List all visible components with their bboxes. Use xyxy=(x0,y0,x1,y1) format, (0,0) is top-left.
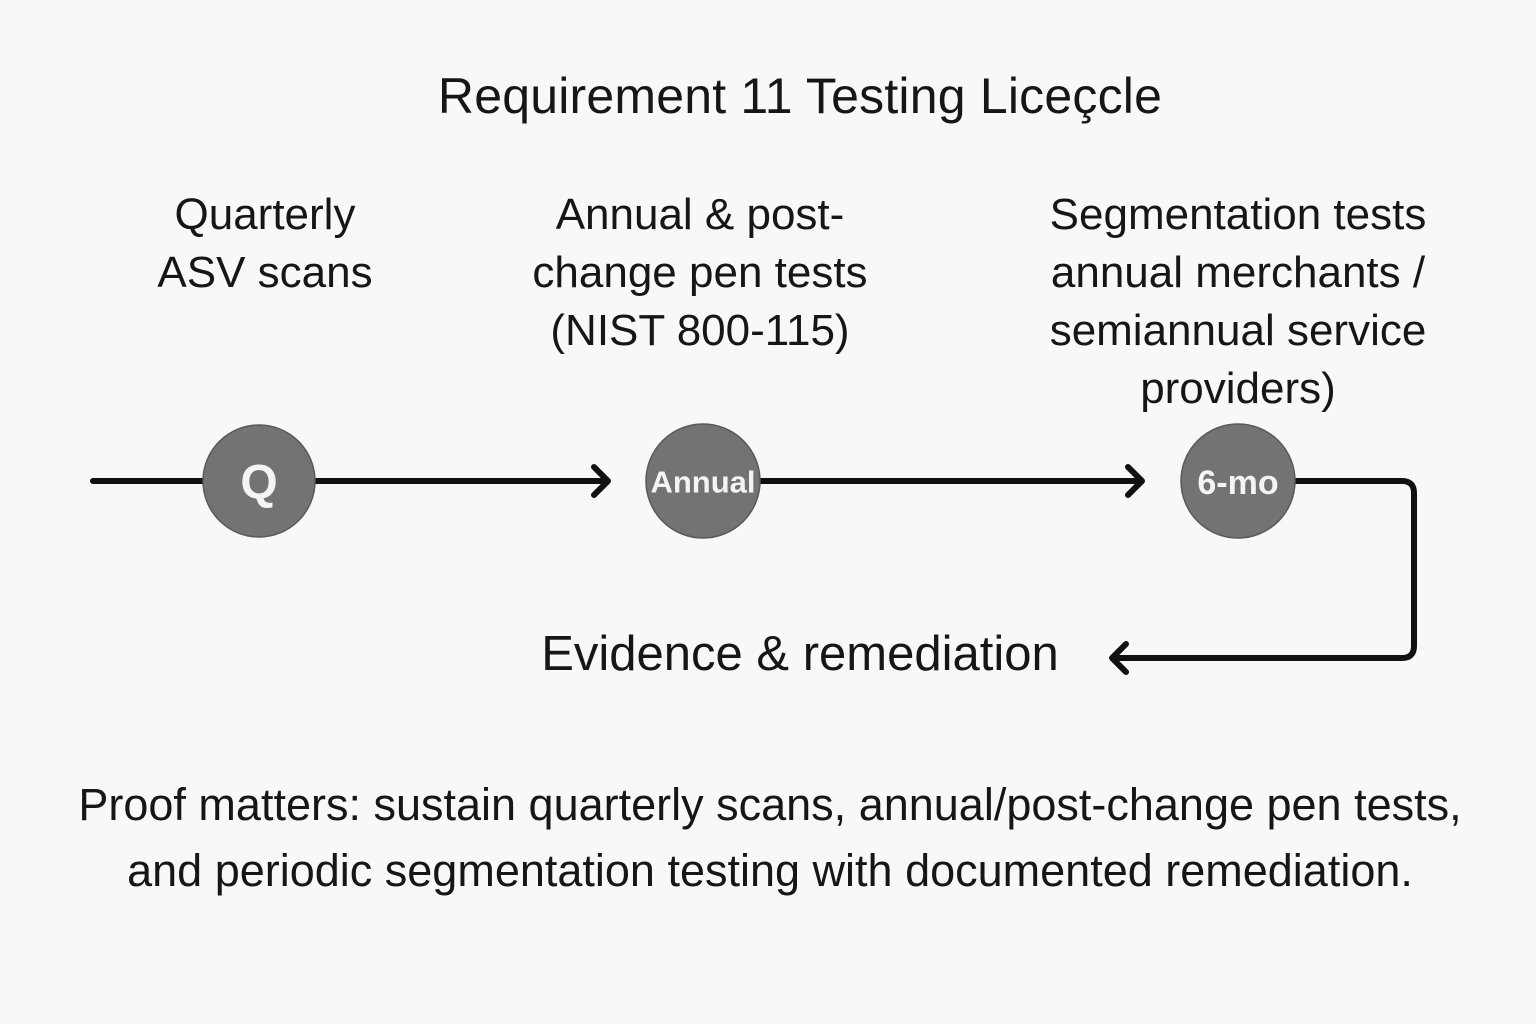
evidence-remediation-label: Evidence & remediation xyxy=(541,627,1059,681)
footer-caption: Proof matters: sustain quarterly scans, … xyxy=(78,779,1462,896)
node-annual xyxy=(645,423,761,539)
node-quarterly xyxy=(202,424,316,538)
connector-6mo-to-evidence xyxy=(1111,478,1417,661)
arrowhead-evidence-icon xyxy=(1109,641,1129,675)
stage-label-segmentation: Segmentation tests annual merchants / se… xyxy=(1049,190,1427,413)
arrowhead-annual-icon xyxy=(591,464,611,498)
stage-label-quarterly: Quarterly ASV scans xyxy=(157,190,373,297)
stage-label-annual: Annual & post- change pen tests (NIST 80… xyxy=(532,190,868,355)
node-six-month-text: 6-mo xyxy=(1197,464,1278,502)
arrowhead-6mo-icon xyxy=(1125,464,1145,498)
node-annual-text: Annual xyxy=(650,465,755,500)
node-quarterly-text: Q xyxy=(240,457,277,510)
node-six-month xyxy=(1180,423,1296,539)
diagram-title: Requirement 11 Testing Liceçcle xyxy=(437,68,1163,124)
